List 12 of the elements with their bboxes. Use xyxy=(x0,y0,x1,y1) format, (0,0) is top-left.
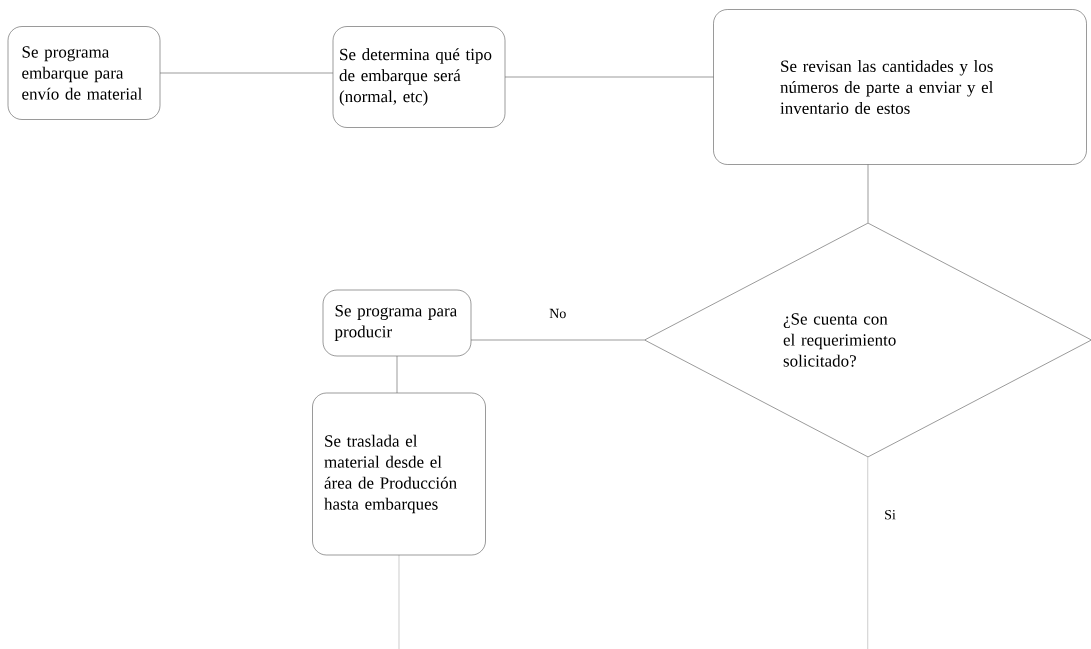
edge-label: Si xyxy=(883,509,897,521)
process-box: Se revisan las cantidades y los números de parte a enviar y el inventario de estos xyxy=(713,9,1087,165)
process-box: Se traslada el material desde el área de Producción hasta embarques xyxy=(312,392,486,556)
process-box: Se programa para producir xyxy=(322,289,472,357)
connector-line xyxy=(396,356,398,393)
edge-label: No xyxy=(548,307,568,320)
connector-line xyxy=(505,76,714,78)
connector-line xyxy=(471,339,645,341)
connector-line xyxy=(160,72,333,74)
process-box: Se determina qué tipo de embarque será (normal, etc) xyxy=(332,26,506,128)
process-box: Se programa embarque para envío de material xyxy=(7,26,161,120)
connector-line xyxy=(867,164,869,223)
